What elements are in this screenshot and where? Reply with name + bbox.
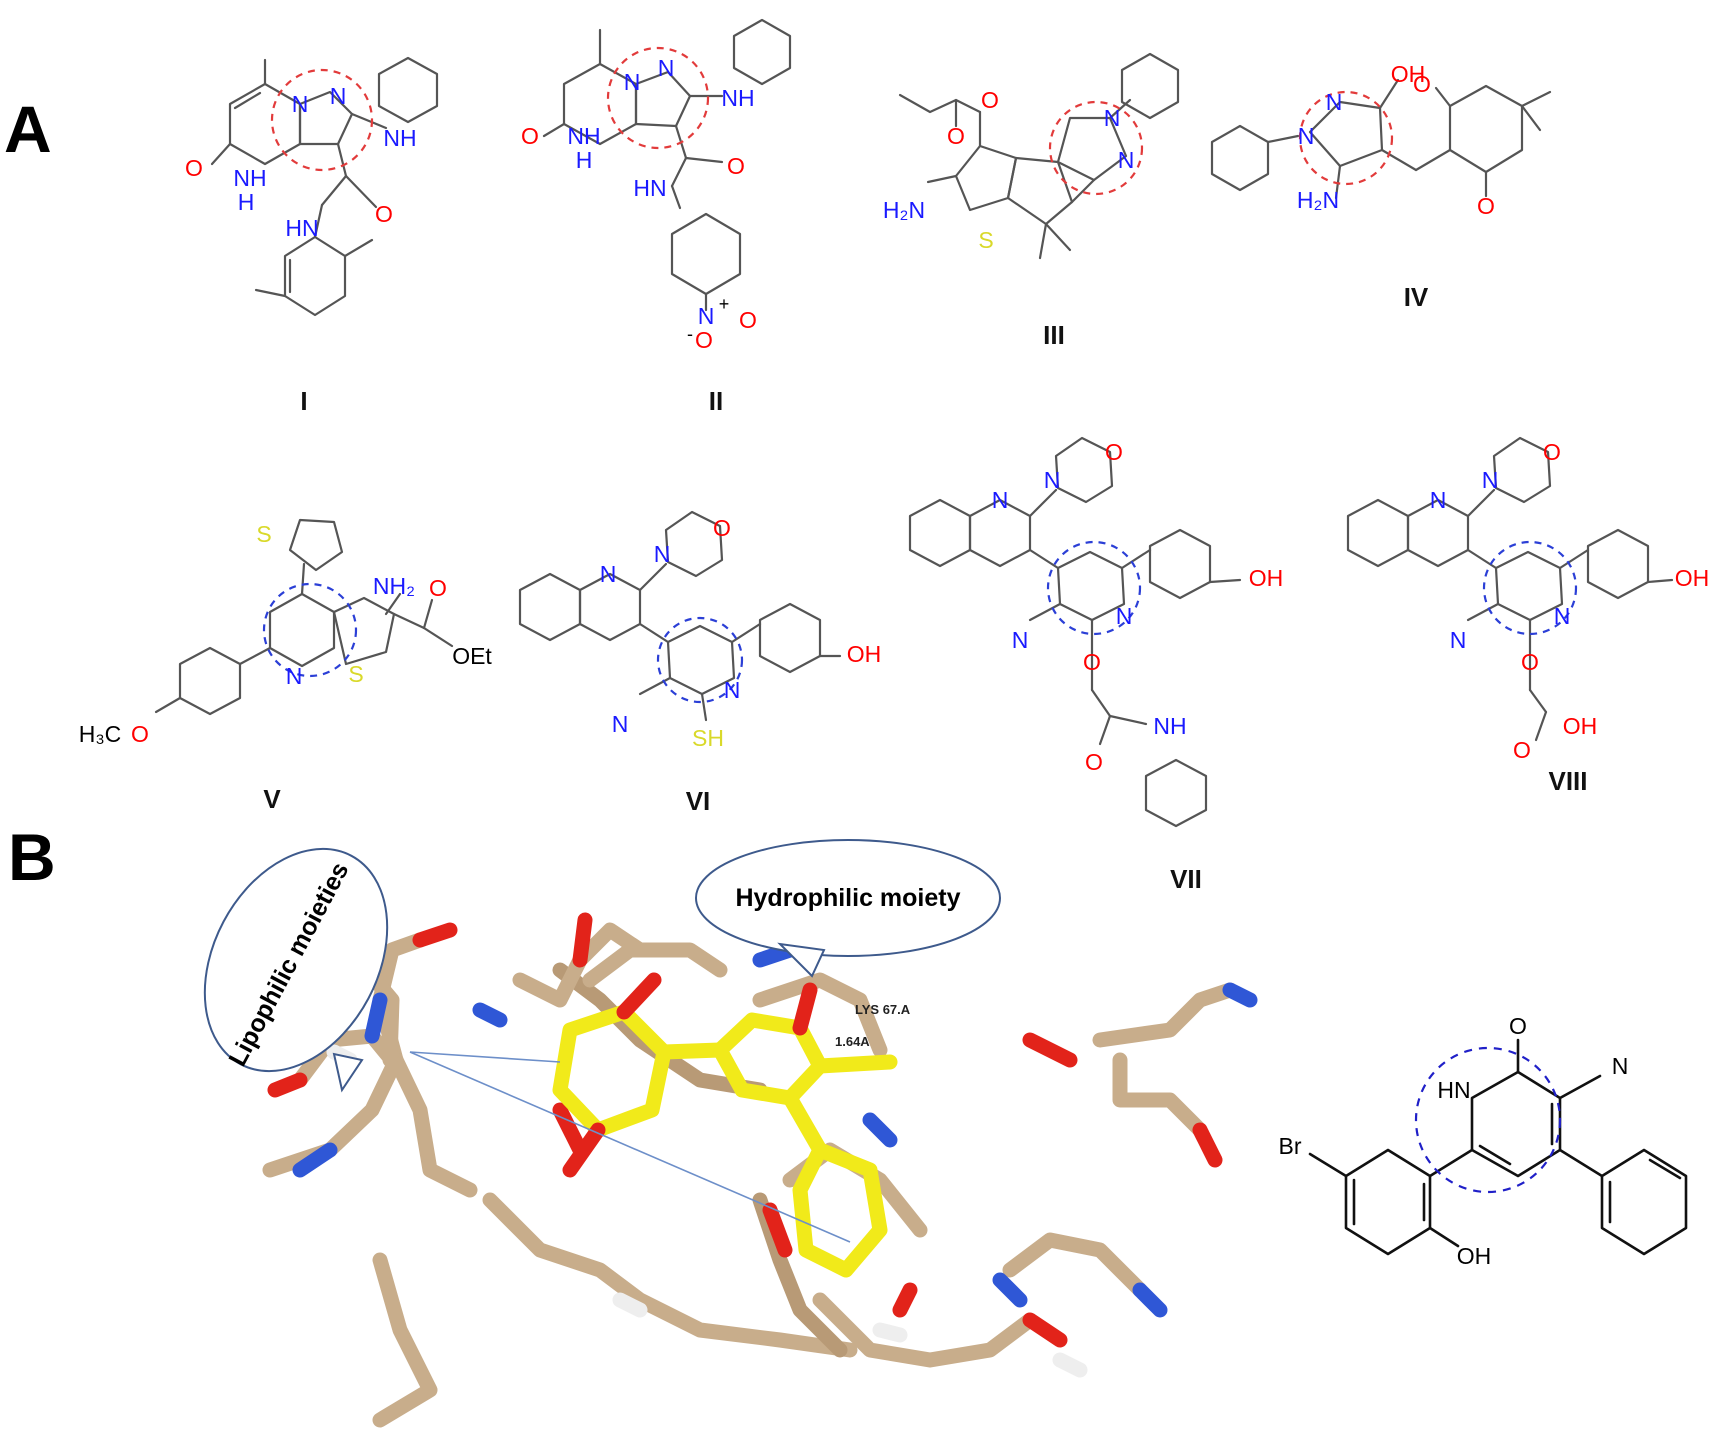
compound-number: V bbox=[263, 784, 281, 814]
atom-label: S bbox=[348, 661, 363, 687]
atom-label: O bbox=[1513, 737, 1531, 763]
atom-label: N bbox=[992, 487, 1009, 513]
atom-label: O bbox=[1521, 649, 1539, 675]
compound-II: O NH H N N NH O HN N + O - O II bbox=[521, 18, 792, 416]
atom-label: OEt bbox=[452, 643, 492, 669]
panel-label-a: A bbox=[4, 92, 52, 166]
atom-label: OH bbox=[1675, 565, 1710, 591]
compound-number: VII bbox=[1170, 864, 1202, 894]
atom-label: O bbox=[1413, 71, 1431, 97]
atom-label: N bbox=[1012, 627, 1029, 653]
residue-label: LYS 67.A bbox=[855, 1002, 911, 1017]
compound-VIII: N N O N N O O OH OH VIII bbox=[1346, 436, 1710, 796]
atom-label: O bbox=[1543, 439, 1561, 465]
panel-label-b: B bbox=[8, 820, 56, 894]
callout-hydrophilic: Hydrophilic moiety bbox=[695, 839, 1001, 978]
atom-label: N bbox=[1430, 487, 1447, 513]
atom-label: N bbox=[658, 55, 675, 81]
atom-label: Br bbox=[1279, 1133, 1302, 1159]
atom-label: N bbox=[1116, 603, 1133, 629]
atom-label: N bbox=[1450, 627, 1467, 653]
atom-label: NH₂ bbox=[373, 573, 415, 599]
atom-label: NH bbox=[383, 125, 416, 151]
callout-lipophilic: Lipophilic moieties bbox=[203, 847, 389, 1093]
atom-label: N bbox=[1118, 147, 1135, 173]
atom-label: H bbox=[576, 147, 593, 173]
atom-label: O bbox=[739, 307, 757, 333]
atom-label: O bbox=[1477, 193, 1495, 219]
atom-label: HN bbox=[633, 175, 666, 201]
atom-label: H bbox=[238, 189, 255, 215]
atom-label: O bbox=[981, 87, 999, 113]
atom-label: O bbox=[521, 123, 539, 149]
atom-label: OH bbox=[1391, 61, 1426, 87]
compound-VI: N N O N N SH OH VI bbox=[518, 510, 882, 816]
atom-label: O bbox=[185, 155, 203, 181]
atom-label: SH bbox=[692, 725, 724, 751]
atom-label: N bbox=[292, 91, 309, 117]
atom-label: N bbox=[654, 541, 671, 567]
atom-label: OH bbox=[1457, 1243, 1492, 1269]
atom-label: O bbox=[947, 123, 965, 149]
atom-label: N bbox=[698, 303, 715, 329]
atom-label: N bbox=[1044, 467, 1061, 493]
docking-view: LYS 67.A 1.64A bbox=[262, 912, 1258, 1428]
atom-label: S bbox=[978, 227, 993, 253]
atom-label: NH bbox=[721, 85, 754, 111]
atom-label: HN bbox=[285, 215, 318, 241]
atom-label: H₃C bbox=[79, 721, 122, 747]
compound-number: VI bbox=[686, 786, 711, 816]
atom-label: O bbox=[727, 153, 745, 179]
atom-label: OH bbox=[1563, 713, 1598, 739]
atom-label: H₂N bbox=[883, 197, 925, 223]
atom-label: O bbox=[1083, 649, 1101, 675]
atom-label: O bbox=[429, 575, 447, 601]
compound-III: O O H₂N S N N III bbox=[883, 52, 1180, 350]
atom-label: O bbox=[1085, 749, 1103, 775]
atom-label: O bbox=[1509, 1013, 1527, 1039]
atom-label: NH bbox=[233, 165, 266, 191]
atom-label: O bbox=[131, 721, 149, 747]
callout-text: Hydrophilic moiety bbox=[735, 884, 960, 912]
compound-I: O NH H N N NH O HN I bbox=[185, 56, 439, 416]
atom-label: N bbox=[724, 677, 741, 703]
compound-V: S NH₂ O OEt N S H₃C O V bbox=[79, 518, 492, 814]
atom-label: S bbox=[256, 521, 271, 547]
compound-number: IV bbox=[1404, 282, 1429, 312]
atom-label: N bbox=[1554, 603, 1571, 629]
atom-label: N bbox=[624, 69, 641, 95]
compound-IV: N N OH H₂N O O IV bbox=[1210, 61, 1552, 312]
atom-label: O bbox=[1105, 439, 1123, 465]
atom-label: OH bbox=[1249, 565, 1284, 591]
atom-label: N bbox=[612, 711, 629, 737]
distance-label: 1.64A bbox=[835, 1034, 870, 1049]
atom-label: O bbox=[713, 515, 731, 541]
atom-label: O bbox=[375, 201, 393, 227]
compound-number: III bbox=[1043, 320, 1065, 350]
atom-label: N bbox=[1326, 89, 1343, 115]
atom-label: N bbox=[1298, 123, 1315, 149]
compound-number: I bbox=[300, 386, 307, 416]
atom-label: HN bbox=[1437, 1077, 1470, 1103]
atom-label: + bbox=[719, 294, 730, 314]
atom-label: N bbox=[1612, 1053, 1629, 1079]
atom-label: OH bbox=[847, 641, 882, 667]
atom-label: N bbox=[1482, 467, 1499, 493]
atom-label: - bbox=[687, 324, 693, 344]
atom-label: N bbox=[330, 83, 347, 109]
compound-number: VIII bbox=[1548, 766, 1587, 796]
atom-label: NH bbox=[1153, 713, 1186, 739]
atom-label: N bbox=[286, 663, 303, 689]
atom-label: H₂N bbox=[1297, 187, 1339, 213]
compound-VII: N N O N N O O NH OH VII bbox=[908, 436, 1284, 894]
atom-label: O bbox=[695, 327, 713, 353]
lead-compound: O HN N Br OH bbox=[1279, 1013, 1688, 1269]
atom-label: N bbox=[600, 561, 617, 587]
atom-label: N bbox=[1104, 105, 1121, 131]
atom-label: NH bbox=[567, 123, 600, 149]
compound-number: II bbox=[709, 386, 723, 416]
